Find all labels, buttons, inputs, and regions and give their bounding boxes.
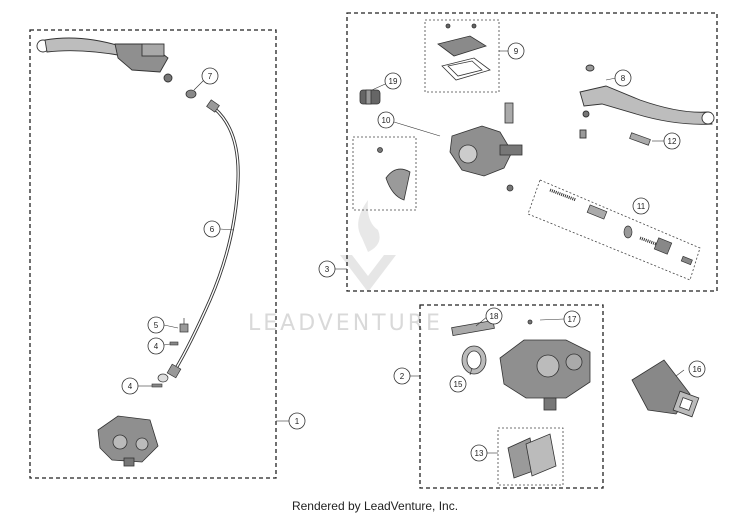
callout-17: 17 [563,310,581,328]
o-ring-part [185,89,197,99]
group-3-box [346,12,718,292]
watermark-text: LEADVENTURE [248,311,443,336]
callout-2: 2 [393,367,411,385]
group-11-box [527,179,701,281]
group-9-box [424,19,500,93]
clutch-lever-part [36,37,173,83]
svg-text:9: 9 [514,47,519,56]
svg-text:18: 18 [490,312,499,321]
callout-16: 16 [688,360,706,378]
washer-part [169,341,179,346]
cap-part [157,373,169,383]
svg-text:8: 8 [621,74,626,83]
group-13-box [497,427,564,486]
callout-1: 1 [288,412,306,430]
master-cylinder-part [449,102,523,192]
callout-8: 8 [614,69,632,87]
svg-text:5: 5 [154,321,159,330]
callout-19: 19 [384,72,402,90]
svg-text:3: 3 [325,265,330,274]
credit-text: Rendered by LeadVenture, Inc. [291,499,459,513]
svg-text:15: 15 [454,380,463,389]
callout-18: 18 [485,307,503,325]
leader-lines [138,50,685,454]
svg-text:12: 12 [668,137,677,146]
callout-9: 9 [507,42,525,60]
adapter-tool-part [631,359,700,418]
svg-text:17: 17 [568,315,577,324]
watermark-logo [340,200,396,292]
callout-11: 11 [632,197,650,215]
callout-4b: 4 [121,377,139,395]
callout-15: 15 [449,375,467,393]
callout-3: 3 [318,260,336,278]
group-1-box [29,29,277,479]
group-2-box [419,304,604,489]
bleeder-valve-part [179,318,189,333]
svg-text:10: 10 [382,116,391,125]
svg-text:6: 6 [210,225,215,234]
svg-text:19: 19 [389,77,398,86]
svg-text:2: 2 [400,372,405,381]
svg-text:7: 7 [208,72,213,81]
pivot-pin-part [629,132,651,146]
caliper-part [451,319,591,411]
cover-part [377,147,411,201]
callout-6: 6 [203,220,221,238]
slave-cylinder-part [97,415,159,467]
svg-text:4: 4 [154,342,159,351]
callout-10: 10 [377,111,395,129]
callout-13: 13 [470,444,488,462]
svg-text:13: 13 [475,449,484,458]
svg-text:11: 11 [637,202,646,211]
callout-5: 5 [147,316,165,334]
washer-part-2 [151,383,163,388]
callout-4a: 4 [147,337,165,355]
reservoir-plug-part [359,89,381,105]
svg-text:4: 4 [128,382,133,391]
svg-text:16: 16 [693,365,702,374]
reservoir-cap-part [437,23,491,81]
piston-kit-part [549,188,693,266]
brake-lever-part [579,64,715,139]
callout-12: 12 [663,132,681,150]
svg-text:1: 1 [295,417,300,426]
brake-pads-part [507,433,557,479]
callout-7: 7 [201,67,219,85]
